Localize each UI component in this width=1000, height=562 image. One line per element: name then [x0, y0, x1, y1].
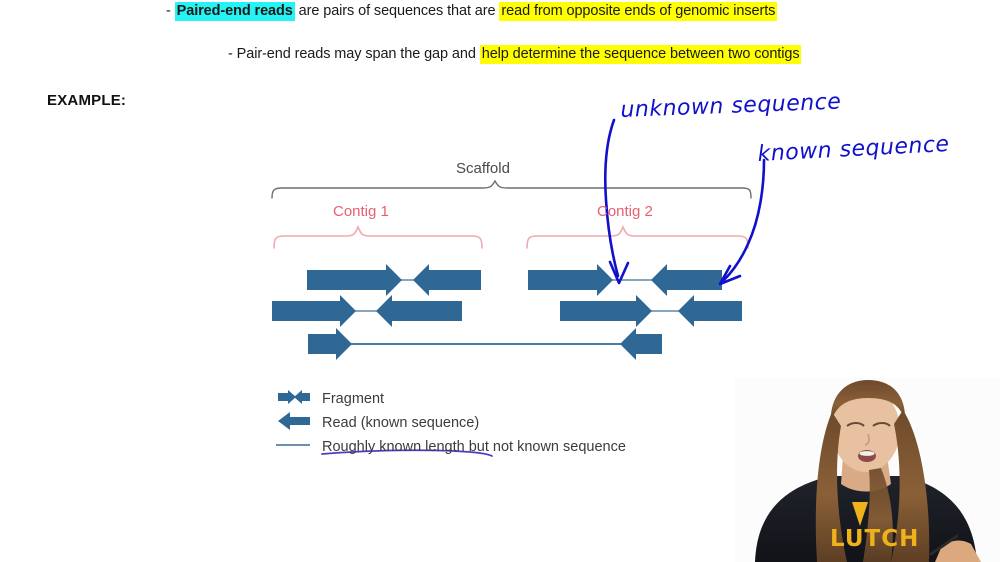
figure-legend: Fragment Read (known sequence) Roughly k…: [322, 387, 626, 459]
webcam-presenter-image: LUTCH: [735, 378, 1000, 562]
contig-2-label: Contig 2: [597, 203, 653, 220]
highlight-help-determine-sequence: help determine the sequence between two …: [479, 45, 802, 64]
scaffold-brace: [271, 179, 752, 199]
read-row-3: [308, 328, 662, 360]
bullet-dash-1: -: [166, 3, 175, 19]
contig-1-brace: [273, 224, 483, 249]
contig-1-label: Contig 1: [333, 203, 389, 220]
bullet-dash-2: -: [228, 46, 237, 62]
annotation-arrow-known-sequence[interactable]: [718, 158, 766, 286]
legend-icon-fragment: [278, 390, 310, 404]
webcam-overlay: LUTCH: [735, 378, 1000, 562]
bullet-2-leading-text: Pair-end reads may span the gap and: [236, 46, 480, 62]
bullet-line-1: - Paired-end reads are pairs of sequence…: [166, 2, 778, 21]
legend-item-roughly-known-length: Roughly known length but not known seque…: [322, 439, 626, 455]
contig-2-brace: [526, 224, 749, 249]
read-row-2: [272, 295, 742, 327]
svg-text:LUTCH: LUTCH: [830, 526, 919, 552]
legend-icon-read: [278, 412, 310, 430]
annotation-arrow-unknown-sequence[interactable]: [603, 118, 630, 285]
bullet-line-2: - Pair-end reads may span the gap and he…: [228, 45, 802, 64]
handwritten-underline: [321, 449, 493, 457]
example-label: EXAMPLE:: [47, 92, 127, 109]
legend-item-read: Read (known sequence): [322, 415, 480, 431]
highlight-read-from-opposite-ends: read from opposite ends of genomic inser…: [499, 2, 778, 21]
bullet-1-middle-text: are pairs of sequences that are: [294, 3, 500, 19]
scaffold-label: Scaffold: [456, 160, 510, 177]
read-row-1: [307, 264, 722, 296]
legend-item-fragment: Fragment: [322, 391, 385, 407]
highlight-paired-end-reads: Paired-end reads: [174, 2, 295, 21]
